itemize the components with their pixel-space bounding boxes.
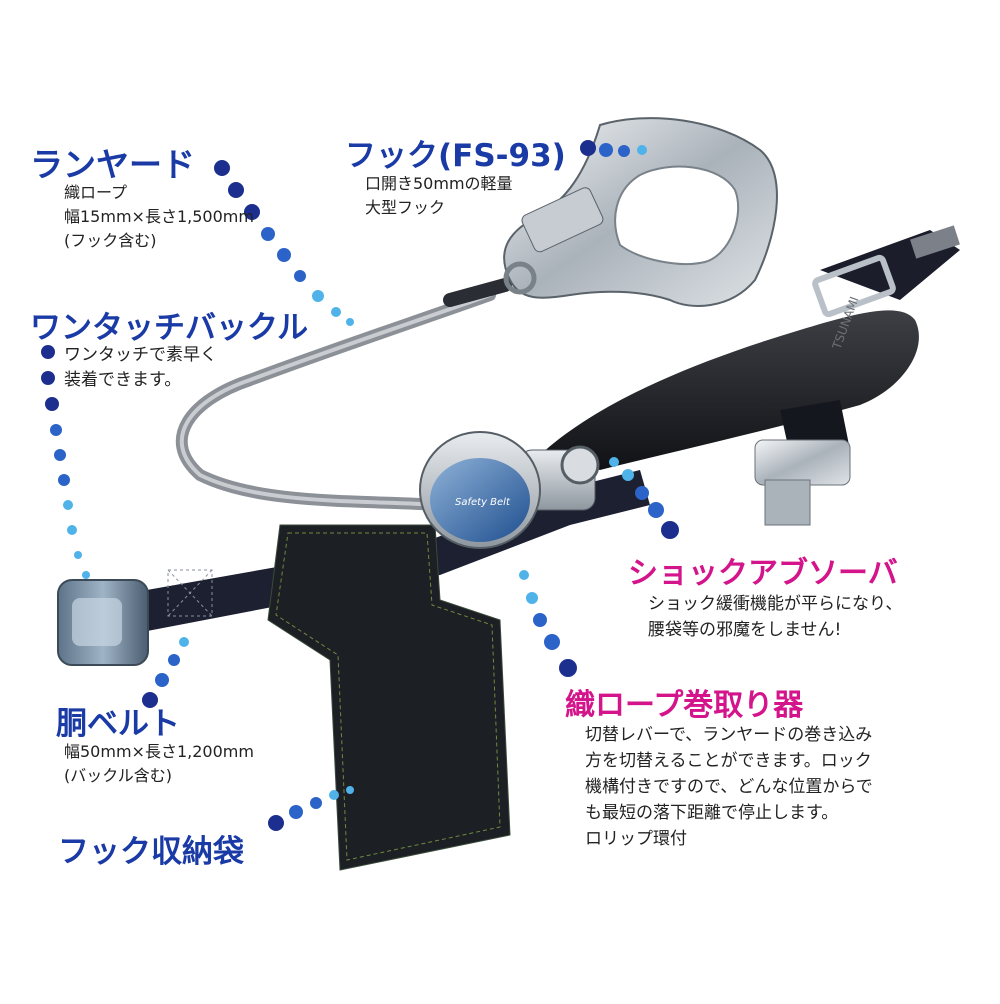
reel-desc-line: も最短の落下距離で停止します。 <box>585 803 839 823</box>
reel-desc-line: ロリップ環付 <box>585 829 687 849</box>
leader-dot <box>168 654 180 666</box>
leader-dot <box>635 486 649 500</box>
leader-dot <box>544 634 560 650</box>
leader-dot <box>637 145 647 155</box>
belt-title: 胴ベルト <box>56 706 180 742</box>
leader-dot <box>50 424 62 436</box>
pouch-title: フック収納袋 <box>58 834 244 870</box>
leader-dot <box>41 371 55 385</box>
leader-dot <box>580 140 596 156</box>
leader-dot <box>214 160 230 176</box>
absorber-desc: ショック緩衝機能が平らになり、 腰袋等の邪魔をしません! <box>648 591 902 643</box>
leader-dot <box>82 571 90 579</box>
hook-desc-line: 口開き50mmの軽量 <box>365 174 513 193</box>
reel-desc-line: 切替レバーで、ランヤードの巻き込み <box>585 725 873 745</box>
leader-dot <box>244 204 260 220</box>
belt-desc-line: 幅50mm×長さ1,200mm <box>64 742 254 761</box>
leader-dot <box>41 345 55 359</box>
leader-dot <box>519 570 529 580</box>
buckle-desc: ワンタッチで素早く 装着できます。 <box>64 343 217 393</box>
leader-dot <box>228 182 244 198</box>
lanyard-desc-line: 幅15mm×長さ1,500mm <box>64 207 254 226</box>
leader-dot <box>294 270 306 282</box>
belt-desc: 幅50mm×長さ1,200mm (バックル含む) <box>64 740 254 788</box>
slider-buckle <box>812 254 896 318</box>
leader-dot <box>559 659 577 677</box>
dot-leaders <box>41 140 679 831</box>
leader-dot <box>622 469 634 481</box>
leader-dot <box>346 318 354 326</box>
leader-dot <box>45 397 59 411</box>
leader-dot <box>289 805 303 819</box>
leader-dot <box>142 692 158 708</box>
leader-dot <box>58 474 70 486</box>
hook-desc-line: 大型フック <box>365 198 446 217</box>
lanyard-desc-line: (フック含む) <box>64 231 157 250</box>
leader-dot <box>661 521 679 539</box>
absorber-desc-line: 腰袋等の邪魔をしません! <box>648 620 842 640</box>
absorber-desc-line: ショック緩衝機能が平らになり、 <box>648 594 903 614</box>
leader-dot <box>310 797 322 809</box>
leader-dot <box>609 457 619 467</box>
reel-title: 織ロープ巻取り器 <box>565 688 804 723</box>
leader-dot <box>155 673 169 687</box>
leader-dot <box>312 290 324 302</box>
hook-title: フック(FS-93) <box>345 138 566 174</box>
connector-tongue <box>764 479 811 526</box>
back-pad <box>540 310 919 470</box>
leader-dot <box>329 790 339 800</box>
leader-dot <box>599 143 613 157</box>
lanyard-desc-line: 織ロープ <box>64 183 128 202</box>
buckle-desc-line: ワンタッチで素早く <box>64 345 217 365</box>
leader-dot <box>74 551 82 559</box>
leader-dot <box>277 248 291 262</box>
stitch-patch <box>167 569 213 617</box>
buckle-title: ワンタッチバックル <box>30 310 309 346</box>
leader-dot <box>526 592 538 604</box>
hook-desc: 口開き50mmの軽量 大型フック <box>365 172 513 220</box>
leader-dot <box>533 613 547 627</box>
hook-fs93 <box>503 117 778 307</box>
reel-desc: 切替レバーで、ランヤードの巻き込み 方を切替えることができます。ロック 機構付き… <box>585 722 873 852</box>
strap-tip <box>910 225 960 259</box>
leader-dot <box>63 500 73 510</box>
leader-dot <box>618 145 630 157</box>
absorber-title: ショックアブソーバ <box>628 556 898 591</box>
lanyard-desc: 織ロープ 幅15mm×長さ1,500mm (フック含む) <box>64 181 254 253</box>
leader-dot <box>54 449 66 461</box>
buckle-desc-line: 装着できます。 <box>64 370 182 390</box>
reel-desc-line: 方を切替えることができます。ロック <box>585 751 872 771</box>
reel-desc-line: 機構付きですので、どんな位置からで <box>585 777 873 797</box>
belt-connector <box>754 439 851 486</box>
leader-dot <box>67 525 77 535</box>
leader-dot <box>268 815 284 831</box>
leader-dot <box>261 227 275 241</box>
rope-retractor: Safety Belt <box>419 431 600 549</box>
leader-dot <box>648 502 664 518</box>
leader-dot <box>331 307 341 317</box>
belt-desc-line: (バックル含む) <box>64 766 173 785</box>
reel-logo: Safety Belt <box>455 497 511 508</box>
leader-dot <box>346 786 354 794</box>
leader-dot <box>179 637 189 647</box>
hook-pouch <box>267 524 511 871</box>
rope-sleeve <box>443 278 512 307</box>
lanyard-title: ランヤード <box>30 145 195 184</box>
